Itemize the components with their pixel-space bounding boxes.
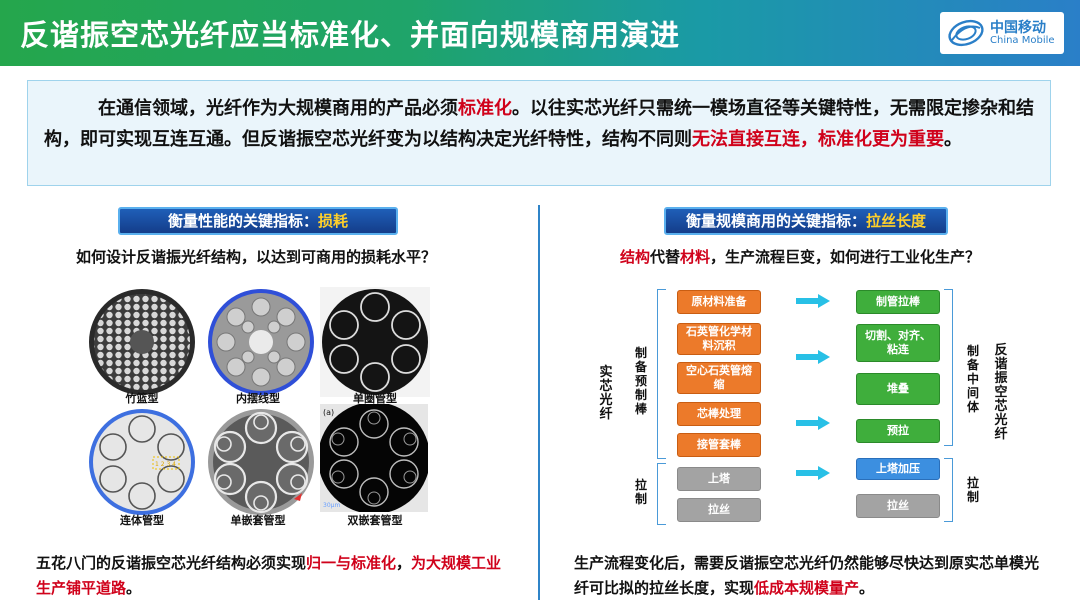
left-pill-label: 衡量性能的关键指标： [167,212,318,230]
fiber-label-conjoined: 连体管型 [120,514,164,527]
step-tube-collapse: 空心石英管熔缩 [677,362,761,394]
right-footer-text-2: 。 [859,579,875,597]
logo-text-cn: 中国移动 [990,20,1046,36]
right-footer-text-1: 生产流程变化后，需要反谐振空芯光纤仍然能够尽快达到原实芯单模光纤可比拟的拉丝长度… [574,554,1040,597]
fiber-panel-tag: (a) [323,408,334,417]
left-footer-highlight-1: 归一与标准化 [306,554,397,572]
intro-highlight-2: 无法直接互连，标准化更为重要 [692,129,944,150]
fiber-image-hypocycloid [208,289,314,395]
left-footer-text-3: 。 [126,579,142,597]
fiber-label-single-ring: 单圈管型 [353,392,397,405]
right-question-highlight-2: 材料 [680,248,711,266]
left-prep-bracket [657,289,666,459]
fiber-inset-labels: 1 2 3 4 [155,461,176,468]
right-question: 结构代替材料，生产流程巨变，如何进行工业化生产？ [620,246,980,267]
column-divider [538,205,540,600]
fiber-image-bamboo [89,289,195,395]
left-key-metric-pill: 衡量性能的关键指标：损耗 [118,207,398,235]
fiber-label-single-nested: 单嵌套管型 [230,514,286,527]
logo-text-en: China Mobile [990,35,1055,46]
left-prep-label: 制备预制棒 [634,346,647,416]
right-pill-highlight: 拉丝长度 [866,212,927,230]
step-pre-drawing: 预拉 [856,419,940,443]
right-footer: 生产流程变化后，需要反谐振空芯光纤仍然能够尽快达到原实芯单模光纤可比拟的拉丝长度… [574,551,1044,601]
left-draw-bracket [657,463,666,525]
right-question-text-2: ，生产流程巨变，如何进行工业化生产？ [710,248,981,266]
left-footer-text-1: 五花八门的反谐振空芯光纤结构必须实现 [36,554,307,572]
flow-arrow-icon [796,466,830,480]
right-key-metric-pill: 衡量规模商用的关键指标：拉丝长度 [664,207,948,235]
right-draw-bracket [944,458,953,522]
fiber-image-conjoined: 1 2 3 4 [89,409,195,515]
step-stacking: 堆叠 [856,373,940,405]
flow-arrow-icon [796,350,830,364]
step-cut-align-bond: 切割、对齐、粘连 [856,324,940,362]
flow-arrow-icon [796,416,830,430]
intro-text-3: 。 [944,129,962,150]
fiber-image-double-nested: (a) 30μm [320,404,428,512]
step-tower-loading-solid: 上塔 [677,467,761,491]
step-drawing-solid: 拉丝 [677,498,761,522]
step-raw-materials: 原材料准备 [677,290,761,314]
title-banner: 反谐振空芯光纤应当标准化、并面向规模商用演进 中国移动 China Mobile [0,0,1080,66]
right-question-text-1: 代替 [650,248,681,266]
left-pill-highlight: 损耗 [318,212,349,230]
page-title: 反谐振空芯光纤应当标准化、并面向规模商用演进 [20,18,681,52]
step-drawing-hollow: 拉丝 [856,494,940,518]
solid-fiber-label: 实芯光纤 [599,365,613,422]
china-mobile-logo-icon [948,19,984,47]
intro-text-2: 。以往实芯光纤只需统一模场直径等关键特性，无需限定掺杂和结构，即可实现互连互通。… [44,98,1034,150]
fiber-image-single-nested [208,409,314,515]
left-footer: 五花八门的反谐振空芯光纤结构必须实现归一与标准化，为大规模工业生产铺平道路。 [36,551,516,601]
step-chemical-deposition: 石英管化学材料沉积 [677,323,761,355]
china-mobile-logo: 中国移动 China Mobile [940,12,1064,54]
fiber-scale-bar: 30μm [323,502,340,509]
step-sleeving: 接管套棒 [677,433,761,457]
hollow-core-fiber-label: 反谐振空芯光纤 [994,343,1008,442]
right-pill-label: 衡量规模商用的关键指标： [685,212,866,230]
left-draw-label: 拉制 [634,478,647,506]
intro-highlight-1: 标准化 [458,98,512,119]
left-footer-highlight-2: 为大规模工业生产铺平道路 [36,554,502,597]
right-prep-label: 制备中间体 [966,344,979,414]
left-question: 如何设计反谐振光纤结构，以达到可商用的损耗水平？ [76,248,437,266]
intro-box: 在通信领域，光纤作为大规模商用的产品必须标准化。以往实芯光纤只需统一模场直径等关… [27,80,1051,186]
fiber-label-hypocycloid: 内摆线型 [236,392,280,405]
right-draw-label: 拉制 [966,476,979,504]
intro-text-1: 在通信领域，光纤作为大规模商用的产品必须 [98,98,458,119]
fiber-label-double-nested: 双嵌套管型 [347,514,403,527]
right-footer-highlight: 低成本规模量产 [754,579,860,597]
step-core-rod-processing: 芯棒处理 [677,402,761,426]
flow-arrow-icon [796,294,830,308]
right-prep-bracket [944,289,953,446]
right-question-highlight-1: 结构 [620,248,651,266]
fiber-label-bamboo: 竹篮型 [125,392,159,405]
step-tower-pressurize: 上塔加压 [856,458,940,480]
left-footer-text-2: ， [396,554,412,572]
step-tube-drawing: 制管拉棒 [856,290,940,314]
fiber-image-single-ring [320,287,430,397]
